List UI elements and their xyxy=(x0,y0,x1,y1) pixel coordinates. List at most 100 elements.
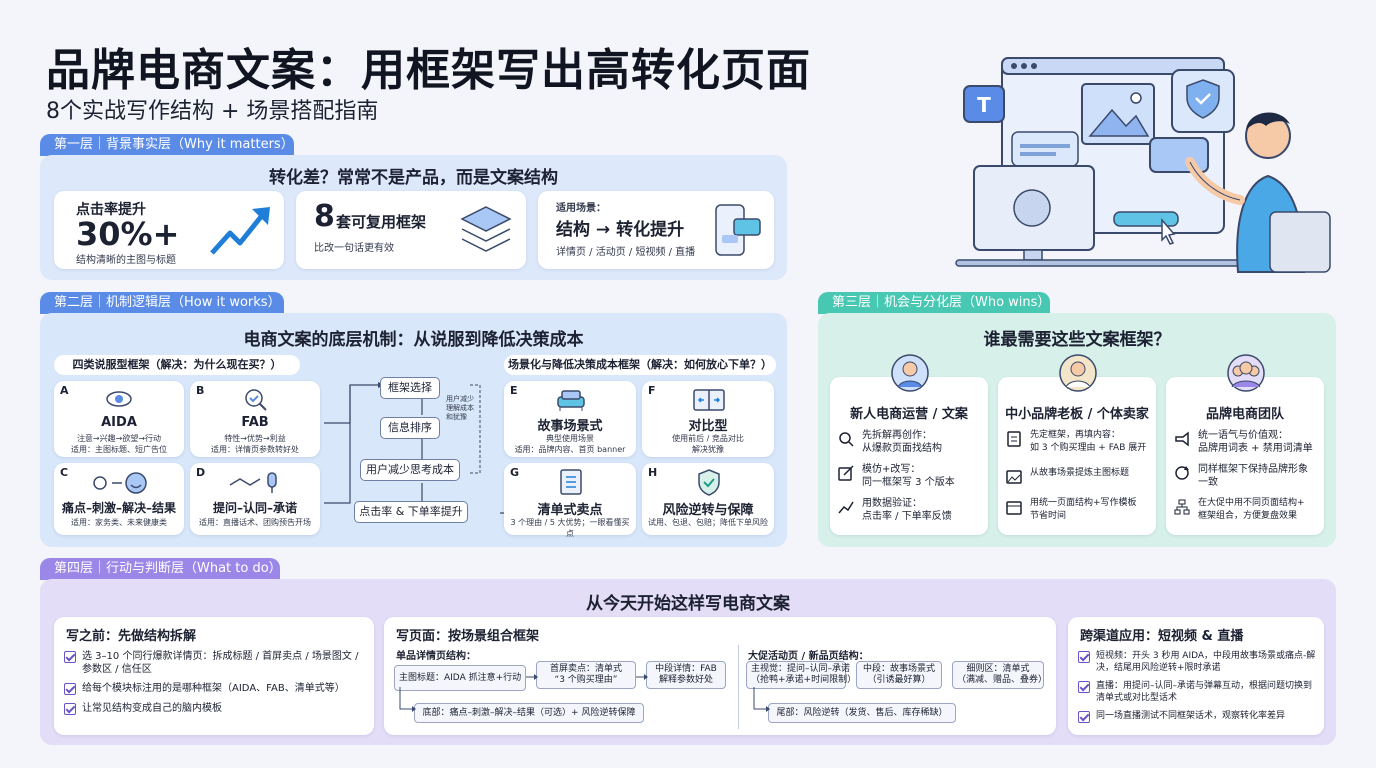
audience-card-team: 品牌电商团队 统一语气与价值观： 品牌用词表 + 禁用词清单 同样框架下保持品牌… xyxy=(1166,354,1324,535)
framework-card-c: C 痛点–刺激–解决–结果 适用：家务类、未来健康类 xyxy=(54,463,184,535)
scenes-label: 适用场景： xyxy=(556,203,606,214)
framework-name: 风险逆转与保障 xyxy=(662,503,754,518)
single-step-2: 首屏卖点：清单式 “3 个购买理由” xyxy=(536,661,636,689)
channel-item-2: 直播：用提问–认同–承诺与弹幕互动，根据问题切换到清单式或对比型话术 xyxy=(1096,681,1313,703)
framework-card-e: E 故事场景式 典型使用场景 适用：品牌内容、首页 banner xyxy=(504,381,636,457)
framework-letter: F xyxy=(648,384,656,397)
framework-letter: D xyxy=(196,466,206,479)
promo-step-3: 细则区：清单式 （满减、赠品、叠券） xyxy=(952,661,1047,689)
flow-step-1: 框架选择 xyxy=(380,377,440,399)
layer4-panel: 从今天开始这样写电商文案 写之前：先做结构拆解 选 3–10 个同行爆款详情页：… xyxy=(40,579,1336,745)
audience-name: 中小品牌老板 / 个体卖家 xyxy=(1005,407,1149,422)
framework-card-b: B FAB 特性→优势→利益 适用：详情页参数转好处 xyxy=(190,381,320,457)
right-subhead: 场景化与降低决策成本框架（解决：如何放心下单？） xyxy=(504,355,776,375)
stat-card-ctr: 点击率提升 30%+ 结构清晰的主图与标题 xyxy=(54,191,284,269)
audience-card-owner: 中小品牌老板 / 个体卖家 先定框架，再填内容： 如 3 个购买理由 + FAB… xyxy=(998,354,1156,535)
avatar-owner-icon xyxy=(1059,354,1097,392)
page-title: 品牌电商文案：用框架写出高转化页面 xyxy=(46,45,811,96)
framework-desc: 适用：详情页参数转好处 xyxy=(211,445,299,454)
checkbox-icon xyxy=(1078,651,1090,663)
single-arrows xyxy=(526,674,648,680)
layers-icon xyxy=(460,206,512,252)
framework-name: 故事场景式 xyxy=(537,419,603,434)
scenes-desc: 详情页 / 活动页 / 短视频 / 直播 xyxy=(556,247,696,258)
checkbox-icon xyxy=(64,683,76,695)
edit-icon xyxy=(838,465,854,481)
svg-text:T: T xyxy=(977,93,991,117)
sofa-icon xyxy=(557,390,585,411)
framework-letter: C xyxy=(60,466,69,479)
framework-desc: 注意→兴趣→欲望→行动 xyxy=(76,434,162,443)
audience-item: 统一语气与价值观： 品牌用词表 + 禁用词清单 xyxy=(1174,429,1318,459)
channel-item-3: 同一场直播测试不同框架话术，观察转化率差异 xyxy=(1096,711,1286,721)
layer3-panel: 谁最需要这些文案框架？ 新人电商运营 / 文案 先拆解再创作： 从爆款页面找结构… xyxy=(818,313,1336,547)
promo-label: 大促活动页 / 新品页结构： xyxy=(748,651,869,662)
framework-card-a: A AIDA 注意→兴趣→欲望→行动 适用：主图标题、短广告位 xyxy=(54,381,184,457)
layer2-panel: 电商文案的底层机制：从说服到降低决策成本 四类说服型框架（解决：为什么现在买？）… xyxy=(40,313,787,547)
layer4-title: 从今天开始这样写电商文案 xyxy=(586,594,790,614)
framework-name: 对比型 xyxy=(688,419,728,434)
audience-item: 用统一页面结构+写作模板 节省时间 xyxy=(1006,497,1150,527)
divider xyxy=(738,645,739,729)
audience-item: 在大促中用不同页面结构+ 框架组合，方便复盘效果 xyxy=(1174,497,1318,527)
page-writing-card: 写页面：按场景组合框架 单品详情页结构： 主图标题：AIDA 抓注意+行动 首屏… xyxy=(384,617,1056,735)
promo-step-4: 尾部：风险逆转（发货、售后、库存稀缺） xyxy=(768,703,956,723)
flow-step-3: 用户减少思考成本 xyxy=(360,459,460,481)
channel-card: 跨渠道应用：短视频 & 直播 短视频：开头 3 秒用 AIDA，中段用故事场景或… xyxy=(1068,617,1324,735)
checkbox-icon xyxy=(64,703,76,715)
audience-item: 先定框架，再填内容： 如 3 个购买理由 + FAB 展开 xyxy=(1006,429,1150,459)
trend-up-icon xyxy=(210,207,270,255)
hero-illustration: T xyxy=(955,57,1331,273)
framework-desc: 试用、包退、包赔；降低下单风险 xyxy=(648,518,768,527)
stat-value: 30%+ xyxy=(76,215,180,253)
framework-desc: 解决犹豫 xyxy=(692,445,724,454)
scenes-value: 结构 → 转化提升 xyxy=(556,220,685,240)
chart-line-icon xyxy=(838,501,854,514)
framework-desc: 适用：主图标题、短广告位 xyxy=(71,445,167,454)
audience-name: 品牌电商团队 xyxy=(1205,407,1284,422)
handshake-mic-icon xyxy=(229,472,277,493)
single-label: 单品详情页结构： xyxy=(396,651,476,662)
audience-item: 用数据验证： 点击率 / 下单率反馈 xyxy=(838,497,982,527)
framework-name: 提问–认同–承诺 xyxy=(212,501,297,515)
avatar-newbie-icon xyxy=(891,354,929,392)
promo-step-1: 主视觉：提问–认同–承诺 （抢鸭+承诺+时间限制） xyxy=(746,661,856,689)
audience-card-newbie: 新人电商运营 / 文案 先拆解再创作： 从爆款页面找结构 模仿+改写： 同一框架… xyxy=(830,354,988,535)
layer2-title: 电商文案的底层机制：从说服到降低决策成本 xyxy=(243,330,584,350)
framework-letter: H xyxy=(648,466,658,479)
framework-letter: G xyxy=(510,466,520,479)
framework-count: 8 xyxy=(314,199,335,234)
megaphone-icon xyxy=(1175,431,1189,447)
before-item-3: 让常见结构变成自己的脑内模板 xyxy=(82,703,222,714)
single-step-1: 主图标题：AIDA 抓注意+行动 xyxy=(394,665,526,691)
magnifier-check-icon xyxy=(245,389,267,411)
framework-desc: 适用：品牌内容、首页 banner xyxy=(514,445,626,454)
shield-check-icon xyxy=(698,469,720,496)
before-writing-card: 写之前：先做结构拆解 选 3–10 个同行爆款详情页：拆成标题 / 首屏卖点 /… xyxy=(54,617,374,735)
stat-card-scenes: 适用场景： 结构 → 转化提升 详情页 / 活动页 / 短视频 / 直播 xyxy=(538,191,774,269)
layer1-title: 转化差？常常不是产品，而是文案结构 xyxy=(269,168,558,188)
eye-icon xyxy=(106,391,132,407)
framework-letter: B xyxy=(196,384,205,397)
mobile-chat-icon xyxy=(715,204,761,256)
broken-chain-smile-icon xyxy=(93,472,147,494)
framework-name: FAB xyxy=(241,415,269,430)
channel-title: 跨渠道应用：短视频 & 直播 xyxy=(1080,629,1244,644)
framework-name: 清单式卖点 xyxy=(537,503,603,518)
single-return-arrow xyxy=(399,687,416,712)
checkbox-icon xyxy=(1078,681,1090,693)
framework-desc: 适用：直播话术、团购预告开场 xyxy=(199,518,311,527)
framework-desc: 使用前后 / 竞品对比 xyxy=(672,434,744,443)
refresh-icon xyxy=(1175,466,1189,480)
framework-label: 套可复用框架 xyxy=(336,213,427,231)
checklist-icon xyxy=(560,469,582,495)
framework-desc: 特性→优势→利益 xyxy=(224,434,286,443)
promo-step-2: 中段：故事场景式 （引诱最好算） xyxy=(856,661,942,689)
flow-step-4: 点击率 & 下单率提升 xyxy=(354,501,468,523)
promo-return-arrow xyxy=(753,687,770,712)
flow-note: 用户减少 理解成本 和犹豫 xyxy=(446,395,474,421)
framework-card-f: F 对比型 使用前后 / 竞品对比 解决犹豫 xyxy=(642,381,774,457)
left-subhead: 四类说服型框架（解决：为什么现在买？） xyxy=(54,355,300,375)
layer1-tag: 第一层｜背景事实层（Why it matters） xyxy=(40,134,294,156)
channel-item-1: 短视频：开头 3 秒用 AIDA，中段用故事场景或痛点-解决，结尾用风险逆转+限… xyxy=(1096,651,1316,673)
